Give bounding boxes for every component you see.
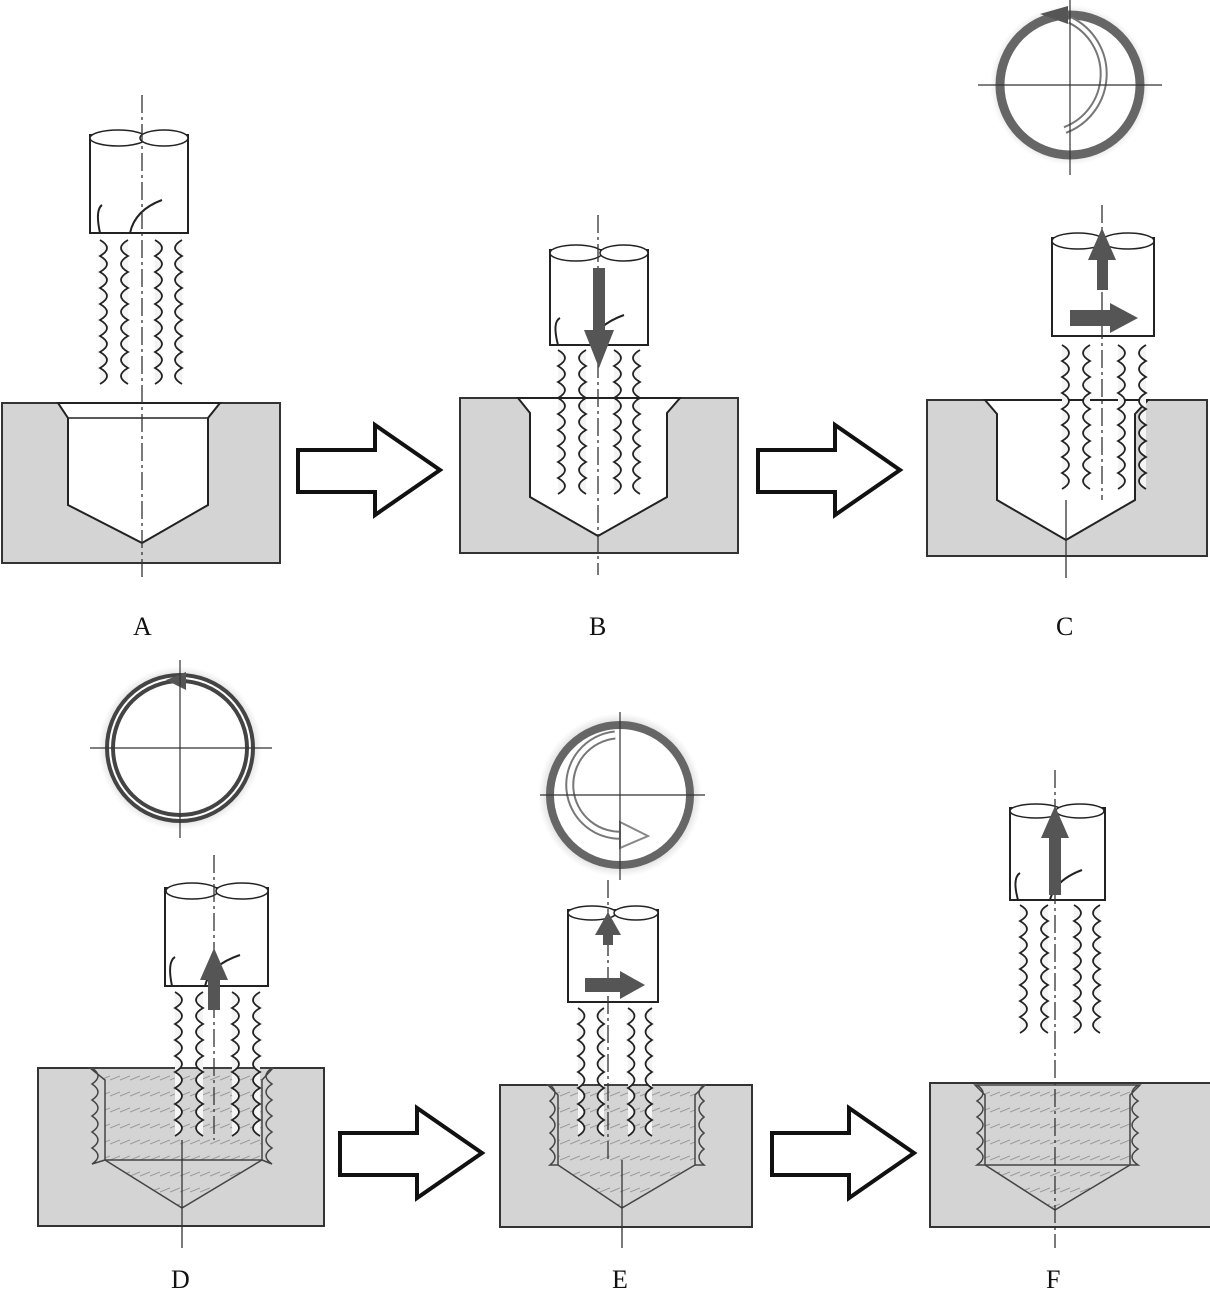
thread-mill-tool <box>549 244 649 495</box>
circular-path-icon <box>538 712 705 880</box>
up-arrow-icon <box>595 912 621 945</box>
up-arrow-icon <box>1041 806 1069 895</box>
workpiece <box>1 402 281 564</box>
workpiece <box>459 397 739 554</box>
up-arrow-icon <box>1088 228 1116 290</box>
down-arrow-icon <box>584 268 614 368</box>
panel-label: D <box>171 1265 190 1294</box>
panel-label: A <box>133 612 152 641</box>
panel-c: C <box>926 0 1208 641</box>
workpiece <box>929 1082 1210 1228</box>
thread-mill-tool <box>89 129 189 385</box>
panel-label: C <box>1056 612 1073 641</box>
flow-arrow-icon <box>338 1104 486 1202</box>
panel-label: B <box>589 612 606 641</box>
panel-a: A <box>1 95 281 641</box>
tool-thread-teeth <box>98 239 184 385</box>
panel-b: B <box>459 215 739 641</box>
up-arrow-icon <box>200 948 228 1010</box>
circular-path-icon <box>978 0 1162 175</box>
flow-arrow-icon <box>756 421 904 519</box>
panel-label: E <box>612 1265 628 1294</box>
workpiece <box>499 1084 753 1228</box>
panel-e: E <box>499 712 753 1294</box>
panel-f: F <box>929 770 1210 1294</box>
flow-arrow-icon <box>770 1104 918 1202</box>
circular-path-icon <box>90 660 272 838</box>
right-arrow-icon <box>1070 303 1138 333</box>
panel-d: D <box>37 660 325 1294</box>
right-arrow-icon <box>585 971 645 999</box>
panel-label: F <box>1046 1265 1060 1294</box>
flow-arrow-icon <box>296 421 444 519</box>
